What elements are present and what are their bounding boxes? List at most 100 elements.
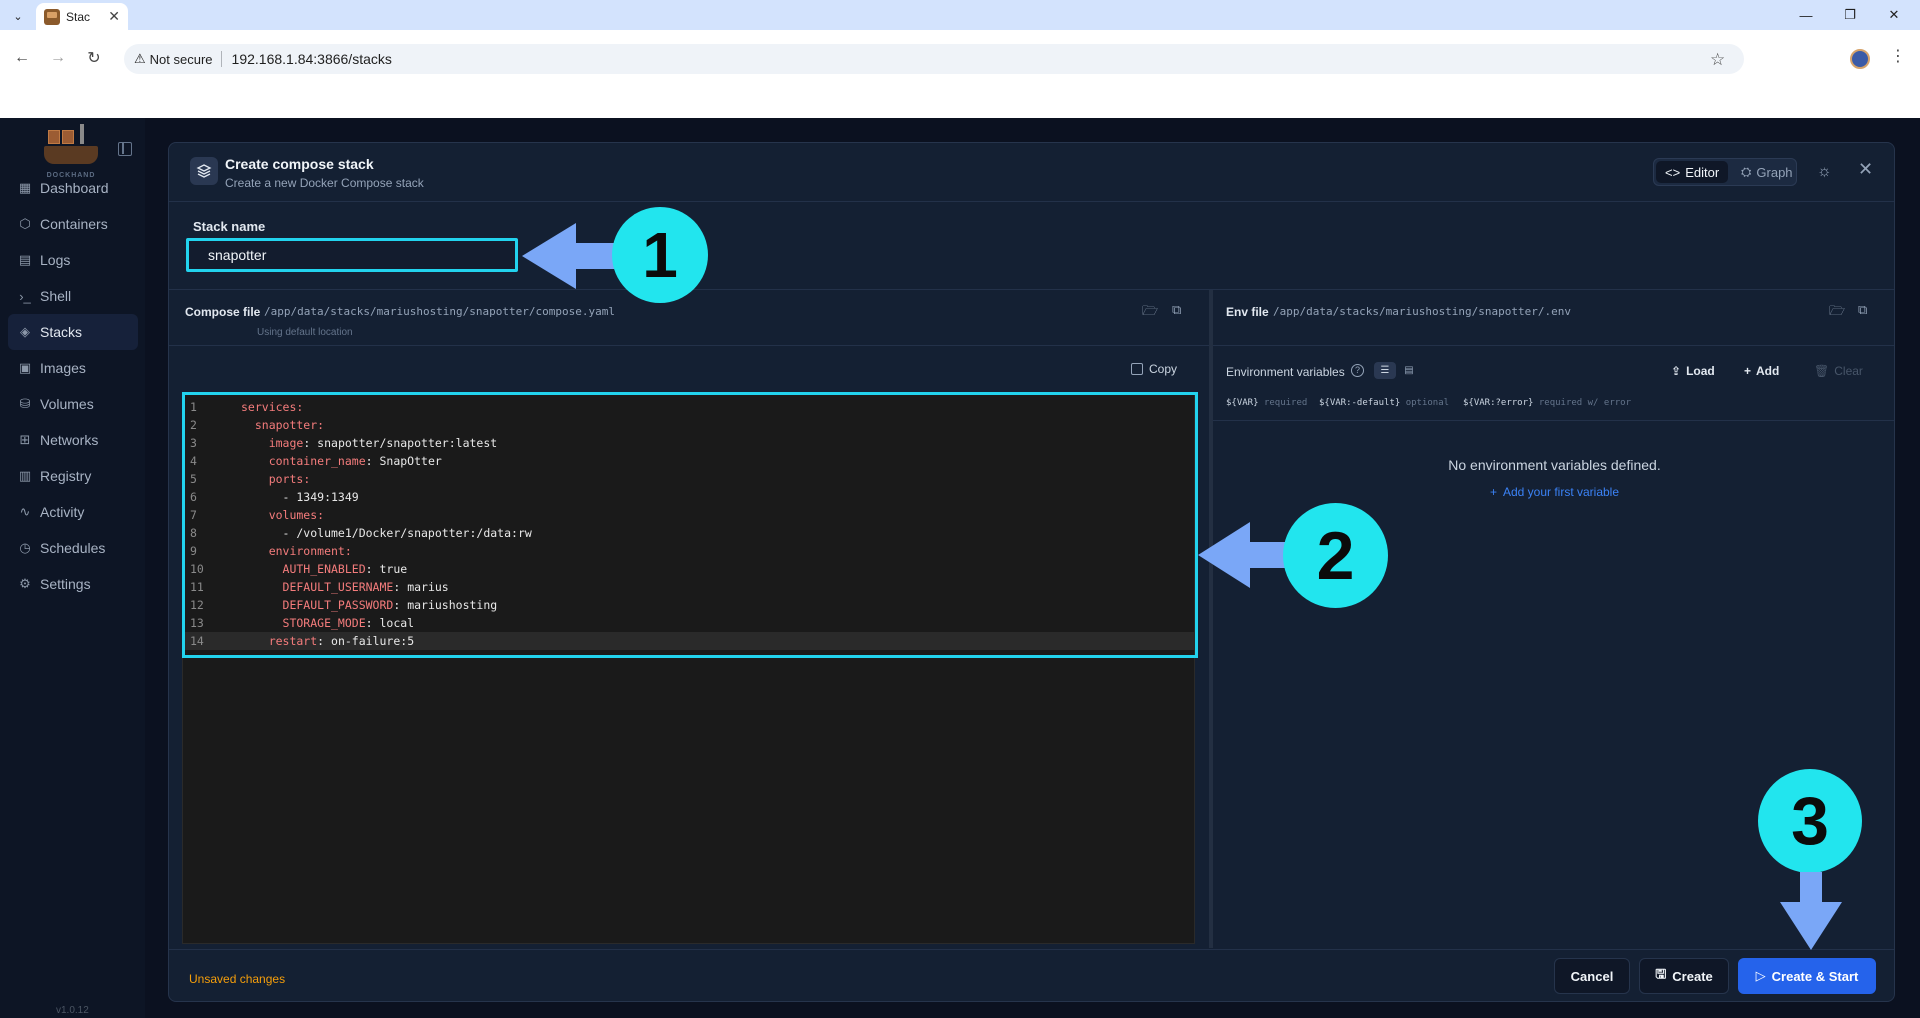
copy-path-icon[interactable]: ⧉ [1172,302,1182,317]
modal-header: Create compose stack Create a new Docker… [169,143,1894,202]
env-toolbar [1213,347,1894,421]
line-number: 7 [190,508,197,522]
hint-text: required w/ error [1538,398,1631,408]
plus-icon: + [1744,364,1752,378]
browser-tab[interactable]: Stac ✕ [36,3,128,30]
help-icon[interactable]: ? [1351,364,1364,377]
box-icon: ⬡ [19,216,31,231]
url-text[interactable]: 192.168.1.84:3866/stacks [231,51,392,67]
pane-resize-handle[interactable] [1209,290,1213,948]
tab-close-icon[interactable]: ✕ [108,8,120,24]
yaml-key: environment [241,544,345,558]
yaml-value: - /volume1/Docker/snapotter:/data:rw [241,526,532,540]
line-number: 13 [190,616,204,630]
stack-name-label: Stack name [193,219,266,234]
restore-icon[interactable]: ❐ [1844,7,1856,22]
gear-icon: ⚙ [19,576,31,591]
code-highlight-box [182,392,1198,658]
yaml-value: snapotter/snapotter:latest [317,436,498,450]
sidebar-item-label: Dashboard [40,180,109,196]
add-button[interactable]: + Add [1744,364,1779,378]
window-close-icon[interactable]: ✕ [1888,7,1900,22]
add-label: Add [1756,364,1780,378]
sidebar-item-volumes[interactable]: ⛁ Volumes [8,386,138,422]
not-secure-label[interactable]: Not secure [149,51,213,67]
reload-icon[interactable]: ↻ [87,50,101,67]
tab-graph[interactable]: ⛭Graph [1732,161,1794,183]
minimize-icon[interactable]: — [1799,7,1813,23]
empty-state-text: No environment variables defined. [1448,457,1661,473]
text-view-icon[interactable]: ▤ [1404,365,1414,376]
load-button[interactable]: ⇪Load [1671,364,1715,378]
yaml-colon: : [303,472,311,486]
sidebar-item-networks[interactable]: ⊞Networks [8,422,138,458]
bookmark-star-icon[interactable]: ☆ [1710,50,1726,69]
list-view-icon[interactable]: ☰ [1374,362,1396,379]
yaml-value: on-failure:5 [331,634,415,648]
sidebar-item-stacks[interactable]: ◈ Stacks [8,314,138,350]
tab-editor[interactable]: <>Editor [1656,161,1728,183]
dockhand-logo[interactable] [42,124,100,172]
code-line: 13 STORAGE_MODE: local [183,614,1196,632]
sidebar-item-label: Stacks [40,324,83,340]
hint-required: ${VAR} required [1226,398,1307,408]
sidebar-item-activity[interactable]: ∿Activity [8,494,138,530]
warning-icon: ⚠ [134,51,146,66]
line-number: 11 [190,580,204,594]
browser-menu-icon[interactable]: ⋮ [1890,48,1906,65]
modal-subtitle: Create a new Docker Compose stack [225,176,424,190]
hint-text: required [1263,398,1308,408]
layers-icon: ◈ [20,324,30,339]
sidebar-item-schedules[interactable]: ◷Schedules [8,530,138,566]
modal-title: Create compose stack [225,156,374,172]
sidebar-item-images[interactable]: ▣Images [8,350,138,386]
forward-icon[interactable]: → [50,49,66,66]
annotation-badge-1: 1 [612,207,708,303]
copy-button[interactable]: Copy [1131,362,1177,376]
load-label: Load [1686,364,1715,378]
yaml-key: image [241,436,304,450]
line-number: 8 [190,526,197,540]
cancel-button[interactable]: Cancel [1554,958,1630,994]
code-text: image: snapotter/snapotter:latest [241,434,498,452]
code-text: AUTH_ENABLED: true [241,560,408,578]
code-line: 4 container_name: SnapOtter [183,452,1196,470]
copy-path-icon[interactable]: ⧉ [1858,302,1868,317]
line-number: 6 [190,490,197,504]
plus-icon: + [1489,485,1497,499]
sidebar-item-logs[interactable]: ▤Logs [8,242,138,278]
sidebar-item-containers[interactable]: ⬡Containers [8,206,138,242]
add-first-label: Add your first variable [1502,485,1620,499]
address-bar[interactable]: ⚠ Not secure 192.168.1.84:3866/stacks [124,44,1744,74]
sidebar-collapse-icon[interactable] [118,142,132,156]
folder-open-icon[interactable]: 🗁 [1142,303,1159,318]
clear-button[interactable]: 🗑Clear [1814,364,1863,378]
yaml-key: DEFAULT_USERNAME [241,580,394,594]
save-icon: 🖫 [1655,966,1667,981]
close-icon[interactable]: ✕ [1858,159,1874,179]
yaml-key: volumes [241,508,318,522]
tab-search-icon[interactable]: ⌄ [13,10,23,23]
graph-icon: ⛭ [1741,164,1752,179]
create-label: Create [1672,968,1713,984]
sidebar-item-dashboard[interactable]: ▦Dashboard [8,170,138,206]
sidebar-item-label: Activity [40,504,85,520]
folder-open-icon[interactable]: 🗁 [1829,303,1846,318]
profile-avatar[interactable] [1850,49,1870,69]
back-icon[interactable]: ← [14,49,30,66]
create-button[interactable]: 🖫 Create [1639,958,1729,994]
unsaved-changes-text: Unsaved changes [189,972,286,986]
browser-tabstrip: ⌄ Stac ✕ — ❐ ✕ [0,0,1920,30]
sidebar-item-settings[interactable]: ⚙Settings [8,566,138,602]
sidebar-item-shell[interactable]: ›_Shell [8,278,138,314]
add-first-variable-link[interactable]: + Add your first variable [1213,485,1894,499]
stack-name-input[interactable]: snapotter [186,238,518,272]
code-text: STORAGE_MODE: local [241,614,415,632]
theme-sun-icon[interactable]: ☼ [1817,163,1832,180]
sidebar-item-registry[interactable]: ▥Registry [8,458,138,494]
code-line: 9 environment: [183,542,1196,560]
sidebar-item-label: Volumes [40,396,94,412]
database-icon: ⛁ [19,396,31,411]
create-and-start-button[interactable]: ▷Create & Start [1738,958,1876,994]
